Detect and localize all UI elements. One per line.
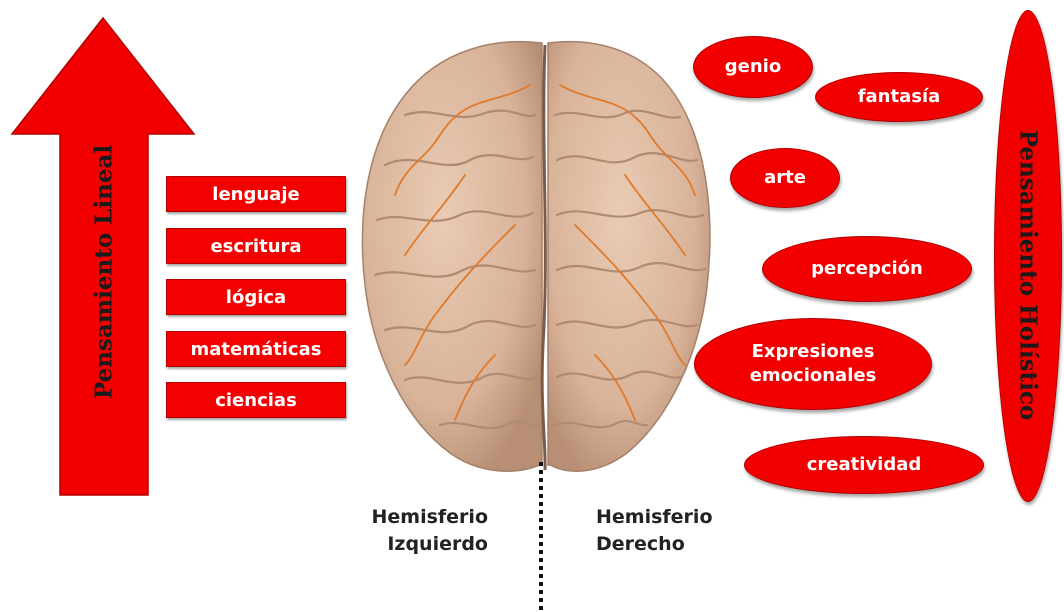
left-hemisphere-line2: Izquierdo xyxy=(358,531,488,558)
expresiones-line2: emocionales xyxy=(750,364,877,388)
brain-illustration xyxy=(345,25,725,525)
left-hemisphere-label: Hemisferio Izquierdo xyxy=(358,504,488,557)
left-item-ciencias: ciencias xyxy=(166,382,346,418)
oval-arte: arte xyxy=(730,148,840,208)
oval-expresiones: Expresiones emocionales xyxy=(694,318,932,410)
right-hemisphere-line2: Derecho xyxy=(596,531,726,558)
dotted-divider xyxy=(536,462,546,612)
left-hemisphere-line1: Hemisferio xyxy=(358,504,488,531)
left-item-logica: lógica xyxy=(166,279,346,315)
oval-genio: genio xyxy=(693,36,813,98)
left-item-escritura: escritura xyxy=(166,228,346,264)
oval-fantasia: fantasía xyxy=(815,72,983,122)
arrow-label: Pensamiento Lineal xyxy=(91,145,118,399)
tall-ellipse-label: Pensamiento Holístico xyxy=(1015,130,1042,421)
oval-percepcion: percepción xyxy=(762,236,972,302)
right-hemisphere-label: Hemisferio Derecho xyxy=(596,504,726,557)
expresiones-line1: Expresiones xyxy=(750,340,877,364)
right-hemisphere-line1: Hemisferio xyxy=(596,504,726,531)
oval-creatividad: creatividad xyxy=(744,436,984,494)
left-item-matematicas: matemáticas xyxy=(166,331,346,367)
left-item-lenguaje: lenguaje xyxy=(166,176,346,212)
